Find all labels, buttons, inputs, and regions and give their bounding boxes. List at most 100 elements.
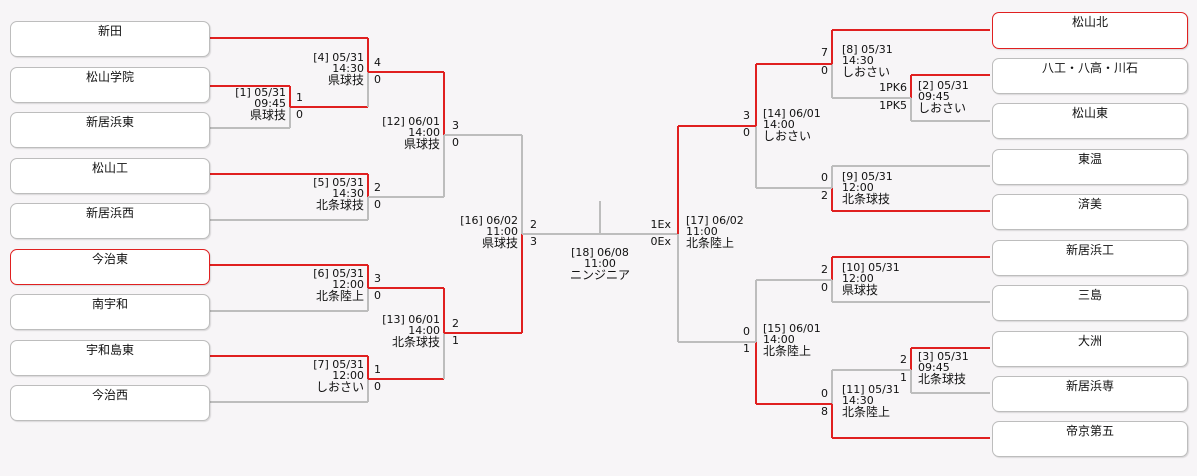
- team-box-L6[interactable]: 今治東: [10, 249, 210, 285]
- match-label: [14] 06/01: [763, 107, 821, 120]
- score-m12-top: 3: [452, 119, 459, 132]
- match-time: 14:30: [842, 394, 874, 407]
- score-m9-top: 0: [821, 171, 828, 184]
- team-name: 済美: [1077, 197, 1102, 211]
- team-box-L2[interactable]: 松山学院: [10, 67, 210, 103]
- score-m8-bot: 0: [821, 64, 828, 77]
- team-box-R1[interactable]: 松山北: [992, 12, 1188, 49]
- match-info-m10[interactable]: [10] 05/31 12:00 県球技: [842, 262, 900, 297]
- team-box-L3[interactable]: 新居浜東: [10, 112, 210, 148]
- team-box-R7[interactable]: 三島: [992, 285, 1188, 321]
- match-time: 11:00: [486, 225, 518, 238]
- match-time: 12:00: [332, 369, 364, 382]
- match-label: [17] 06/02: [686, 214, 744, 227]
- match-venue: 北条陸上: [686, 236, 735, 250]
- match-info-m15[interactable]: [15] 06/01 14:00 北条陸上: [763, 323, 821, 358]
- team-box-R3[interactable]: 松山東: [992, 103, 1188, 139]
- team-box-L1[interactable]: 新田: [10, 21, 210, 57]
- team-box-R5[interactable]: 済美: [992, 194, 1188, 230]
- score-m4-bot: 0: [374, 73, 381, 86]
- match-time: 09:45: [254, 97, 286, 110]
- match-info-m5[interactable]: [5] 05/31 14:30 北条球技: [313, 177, 364, 212]
- team-name: 三島: [1077, 288, 1102, 302]
- team-name: 新田: [97, 24, 122, 38]
- match-time: 09:45: [918, 361, 950, 374]
- match-info-m17[interactable]: [17] 06/02 11:00 北条陸上: [686, 215, 744, 250]
- match-info-m4[interactable]: [4] 05/31 14:30 県球技: [313, 52, 364, 87]
- score-m11-top: 0: [821, 387, 828, 400]
- score-m6-bot: 0: [374, 289, 381, 302]
- match-venue: 県球技: [403, 137, 440, 151]
- team-box-L4[interactable]: 松山工: [10, 158, 210, 194]
- match-info-m12[interactable]: [12] 06/01 14:00 県球技: [382, 116, 440, 151]
- match-info-m1[interactable]: [1] 05/31 09:45 県球技: [235, 87, 286, 122]
- team-box-R4[interactable]: 東温: [992, 149, 1188, 185]
- match-time: 11:00: [584, 257, 616, 270]
- match-label: [2] 05/31: [918, 79, 969, 92]
- score-m3-top: 2: [900, 353, 907, 366]
- team-box-L9[interactable]: 今治西: [10, 385, 210, 421]
- match-label: [5] 05/31: [313, 176, 364, 189]
- score-m15-bot: 1: [743, 342, 750, 355]
- match-label: [16] 06/02: [460, 214, 518, 227]
- match-label: [10] 05/31: [842, 261, 900, 274]
- match-info-m7[interactable]: [7] 05/31 12:00 しおさい: [313, 359, 364, 394]
- score-m16-bot: 3: [530, 235, 537, 248]
- match-info-m16[interactable]: [16] 06/02 11:00 県球技: [460, 215, 518, 250]
- match-info-m2[interactable]: [2] 05/31 09:45 しおさい: [918, 80, 969, 115]
- team-box-R8[interactable]: 大洲: [992, 331, 1188, 367]
- score-m14-bot: 0: [743, 126, 750, 139]
- match-venue: ニンジニア: [569, 268, 630, 282]
- match-time: 11:00: [686, 225, 718, 238]
- team-box-R9[interactable]: 新居浜専: [992, 376, 1188, 412]
- team-name: 今治西: [91, 388, 128, 402]
- team-box-L8[interactable]: 宇和島東: [10, 340, 210, 376]
- match-info-m3[interactable]: [3] 05/31 09:45 北条球技: [918, 351, 969, 386]
- match-venue: 県球技: [842, 283, 879, 297]
- bracket-lines: [210, 29, 990, 439]
- match-info-m11[interactable]: [11] 05/31 14:30 北条陸上: [842, 384, 900, 419]
- score-m1-bot: 0: [296, 108, 303, 121]
- match-info-m13[interactable]: [13] 06/01 14:00 北条球技: [382, 314, 440, 349]
- match-info-m18[interactable]: [18] 06/08 11:00 ニンジニア: [560, 247, 640, 282]
- score-m6-top: 3: [374, 272, 381, 285]
- match-venue: 北条陸上: [842, 405, 891, 419]
- match-label: [11] 05/31: [842, 383, 900, 396]
- match-label: [1] 05/31: [235, 86, 286, 99]
- match-time: 09:45: [918, 90, 950, 103]
- match-label: [6] 05/31: [313, 267, 364, 280]
- match-venue: 北条球技: [842, 192, 891, 206]
- score-m7-top: 1: [374, 363, 381, 376]
- team-name: 新居浜専: [1065, 379, 1114, 393]
- match-venue: しおさい: [842, 65, 891, 79]
- team-box-R6[interactable]: 新居浜工: [992, 240, 1188, 276]
- match-label: [4] 05/31: [313, 51, 364, 64]
- match-time: 14:00: [763, 333, 795, 346]
- match-time: 12:00: [332, 278, 364, 291]
- score-m2-top: 1PK6: [879, 81, 907, 94]
- match-venue: しおさい: [918, 101, 967, 115]
- match-info-m9[interactable]: [9] 05/31 12:00 北条球技: [842, 171, 893, 206]
- team-box-L7[interactable]: 南宇和: [10, 294, 210, 330]
- match-time: 12:00: [842, 272, 874, 285]
- match-info-m8[interactable]: [8] 05/31 14:30 しおさい: [842, 44, 893, 79]
- match-venue: 県球技: [327, 73, 364, 87]
- match-label: [15] 06/01: [763, 322, 821, 335]
- team-name: 八工・八高・川石: [1041, 61, 1138, 75]
- match-venue: 北条陸上: [763, 344, 812, 358]
- score-m4-top: 4: [374, 56, 381, 69]
- match-info-m14[interactable]: [14] 06/01 14:00 しおさい: [763, 108, 821, 143]
- score-m5-bot: 0: [374, 198, 381, 211]
- team-box-L5[interactable]: 新居浜西: [10, 203, 210, 239]
- score-m5-top: 2: [374, 181, 381, 194]
- score-m2-bot: 1PK5: [879, 99, 907, 112]
- team-name: 新居浜西: [85, 206, 134, 220]
- team-name: 松山北: [1071, 15, 1108, 29]
- score-m3-bot: 1: [900, 371, 907, 384]
- team-name: 新居浜工: [1065, 243, 1114, 257]
- score-m1-top: 1: [296, 91, 303, 104]
- match-info-m6[interactable]: [6] 05/31 12:00 北条陸上: [313, 268, 364, 303]
- team-box-R10[interactable]: 帝京第五: [992, 421, 1188, 457]
- team-box-R2[interactable]: 八工・八高・川石: [992, 58, 1188, 94]
